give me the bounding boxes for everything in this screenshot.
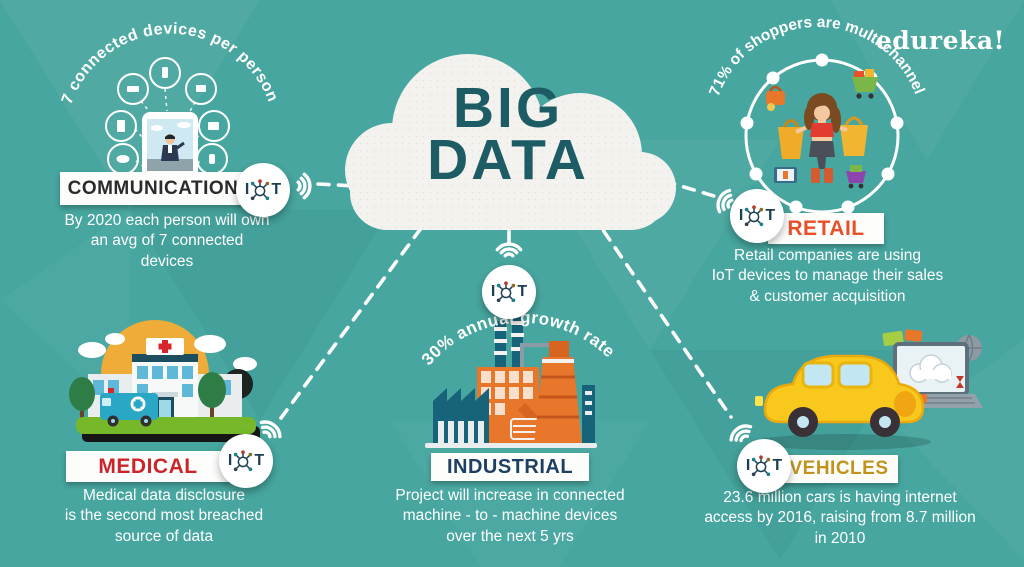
wifi-icons — [259, 172, 753, 443]
vehicles-illustration — [755, 329, 983, 450]
shopping-cart-icon — [852, 69, 878, 99]
smartwatch-icon — [209, 154, 215, 164]
vehicles-banner: VEHICLES — [780, 455, 898, 483]
fridge-icon — [117, 120, 125, 132]
device-icons — [105, 57, 230, 175]
connected-laptop — [879, 329, 983, 408]
communication-illustration — [105, 57, 230, 180]
game-controller-icon — [116, 155, 130, 163]
wifi-icon-industrial — [495, 242, 523, 258]
line-medical — [279, 210, 435, 420]
retail-description: Retail companies are using IoT devices t… — [711, 247, 944, 305]
mini-cart-icon — [846, 165, 866, 189]
iot-badge-communication: I T — [236, 163, 290, 217]
iot-hub-icon — [745, 205, 764, 227]
line-vehicles — [590, 212, 733, 419]
iot-letter-i: I — [227, 452, 233, 469]
communication-banner: COMMUNICATION — [60, 172, 246, 205]
iot-letter-t: T — [254, 452, 265, 469]
iot-letter-i: I — [490, 283, 496, 300]
iot-letter-t: T — [772, 457, 783, 474]
medical-description: Medical data disclosure is the second mo… — [64, 487, 264, 545]
iot-letter-i: I — [738, 207, 744, 224]
handbag-icon — [766, 85, 785, 111]
communication-description: By 2020 each person will own an avg of 7… — [64, 212, 270, 270]
medical-banner: MEDICAL — [66, 451, 230, 482]
industrial-description: Project will increase in connected machi… — [395, 487, 625, 545]
iot-hub-icon — [752, 455, 771, 477]
industrial-banner: INDUSTRIAL — [431, 453, 589, 481]
iot-hub-icon — [497, 281, 516, 303]
iot-letter-i: I — [745, 457, 751, 474]
bed-icon — [127, 86, 139, 92]
yellow-car — [755, 354, 927, 437]
wifi-icon-communication — [296, 172, 312, 200]
iot-badge-retail: I T — [730, 189, 784, 243]
shopper-woman — [778, 93, 868, 183]
wifi-icon-vehicles — [729, 424, 753, 443]
iot-letter-t: T — [271, 181, 282, 198]
vehicles-description: 23.6 million cars is having internet acc… — [704, 489, 976, 547]
iot-hub-icon — [251, 179, 270, 201]
iot-letter-i: I — [244, 181, 250, 198]
hospital-sign — [146, 338, 184, 355]
wifi-icon-retail — [716, 188, 734, 214]
iot-badge-vehicles: I T — [737, 439, 791, 493]
tv-icon — [208, 122, 219, 130]
cloud-shape — [345, 54, 676, 230]
phone-icon — [162, 67, 168, 78]
tablet-with-person — [142, 112, 198, 180]
green-trees — [69, 372, 226, 430]
industrial-illustration — [425, 315, 597, 448]
iot-letter-t: T — [517, 283, 528, 300]
wifi-icon-medical — [259, 420, 282, 439]
big-data-line2: DATA — [427, 128, 589, 193]
retail-illustration — [740, 53, 904, 214]
edureka-logo: edureka! — [875, 26, 1005, 55]
laptop-icon — [196, 85, 206, 92]
iot-badge-medical: I T — [219, 434, 273, 488]
retail-banner: RETAIL — [768, 213, 884, 244]
medical-illustration — [69, 320, 260, 442]
tablet-shopping-icon — [774, 167, 797, 183]
iot-hub-icon — [234, 450, 253, 472]
iot-badge-industrial: I T — [482, 265, 536, 319]
big-data-title: BIG DATA — [393, 76, 623, 193]
ambulance — [100, 388, 158, 427]
big-data-line1: BIG — [452, 76, 564, 140]
iot-letter-t: T — [765, 207, 776, 224]
